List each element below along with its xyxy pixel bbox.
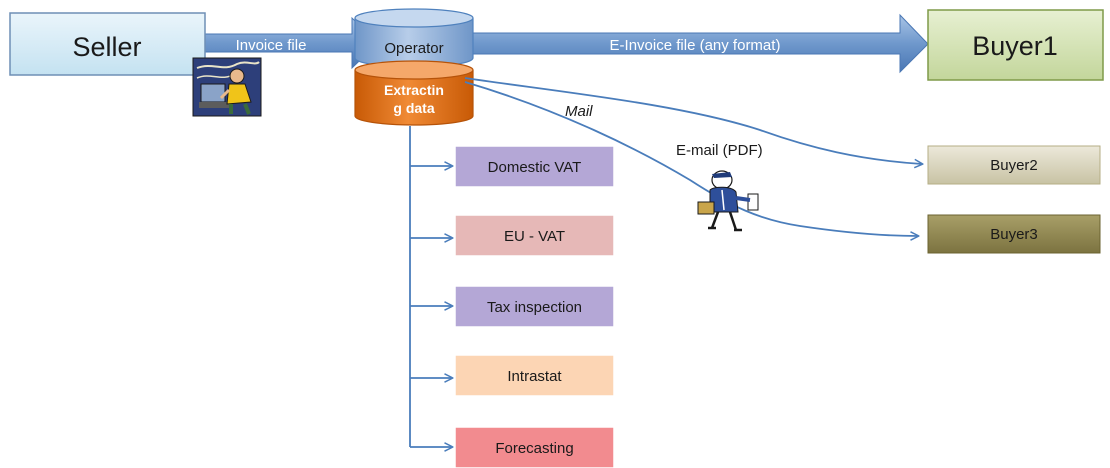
buyer3-node: Buyer3 — [927, 214, 1101, 254]
buyer3-label: Buyer3 — [990, 226, 1038, 243]
mail-arrow-buyer2 — [464, 77, 922, 164]
output-box-eu-vat: EU - VAT — [454, 214, 615, 257]
computer-user-clipart-icon — [192, 57, 262, 117]
output-box-label: Domestic VAT — [488, 159, 582, 176]
mail-carrier-clipart-icon — [697, 170, 759, 232]
output-box-label: Intrastat — [507, 368, 562, 385]
output-box-rect — [454, 214, 615, 257]
output-box-forecasting: Forecasting — [454, 426, 615, 468]
output-box-rect — [454, 354, 615, 397]
output-boxes: Domestic VAT EU - VAT Tax inspectionIntras… — [454, 145, 615, 468]
extracting-data-database: Extractin g data — [354, 60, 474, 126]
buyer1-node: Buyer1 — [927, 9, 1104, 81]
output-box-domestic-vat: Domestic VAT — [454, 145, 615, 188]
operator-label: Operator — [384, 40, 443, 57]
output-box-rect — [454, 285, 615, 328]
output-box-rect — [454, 426, 615, 468]
output-box-rect — [454, 145, 615, 188]
einvoice-file-arrow: E-Invoice file (any format) — [471, 13, 929, 74]
invoice-file-label: Invoice file — [236, 37, 307, 54]
output-box-label: EU - VAT — [504, 228, 565, 245]
email-pdf-label: E-mail (PDF) — [676, 142, 763, 159]
output-branches — [410, 166, 452, 447]
output-box-label: Tax inspection — [487, 299, 582, 316]
output-box-label: Forecasting — [495, 440, 573, 457]
output-box-tax-inspection: Tax inspection — [454, 285, 615, 328]
operator-database: Operator — [354, 8, 474, 68]
buyer2-label: Buyer2 — [990, 157, 1038, 174]
einvoice-file-label: E-Invoice file (any format) — [610, 37, 781, 54]
buyer1-label: Buyer1 — [972, 31, 1058, 61]
seller-label: Seller — [72, 32, 141, 62]
mail-label: Mail — [565, 103, 593, 120]
extracting-label-line1: Extractin — [384, 82, 444, 98]
seller-node: Seller — [9, 12, 206, 76]
output-box-intrastat: Intrastat — [454, 354, 615, 397]
extracting-label-line2: g data — [393, 100, 434, 116]
buyer2-node: Buyer2 — [927, 145, 1101, 185]
